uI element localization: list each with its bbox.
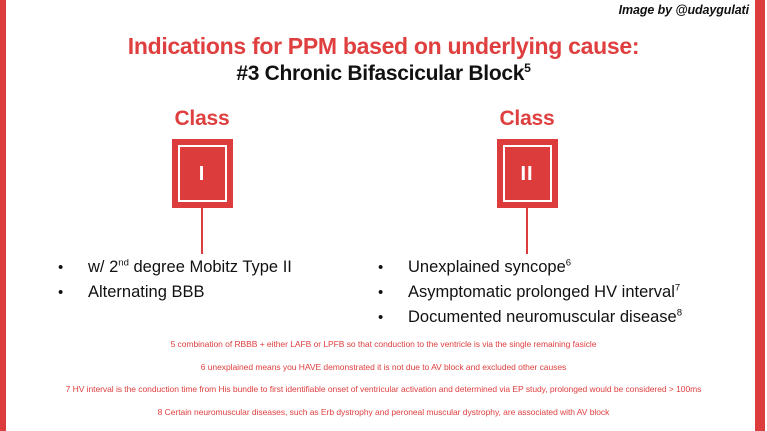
page-subtitle: #3 Chronic Bifascicular Block5 [0, 62, 767, 86]
list-item-text: w/ 2nd degree Mobitz Type II [88, 255, 292, 280]
class-two-box-inner: II [502, 145, 552, 202]
list-item-text-main: Alternating BBB [88, 283, 205, 302]
bullet-dot-icon [58, 257, 88, 280]
list-item: w/ 2nd degree Mobitz Type II [58, 255, 388, 280]
class-one-box: I [171, 139, 233, 208]
list-item: Documented neuromuscular disease8 [378, 305, 758, 330]
list-item-text: Asymptomatic prolonged HV interval7 [408, 280, 680, 305]
class-one-label: Class [174, 107, 230, 130]
class-two-box: II [496, 139, 558, 208]
right-edge-stripe [755, 0, 765, 431]
bullet-dot-icon [378, 307, 408, 330]
class-group-one: Class I [122, 108, 282, 254]
class-two-connector-line [526, 208, 528, 254]
footnote-6: 6 unexplained means you HAVE demonstrate… [200, 361, 567, 372]
list-item-text: Documented neuromuscular disease8 [408, 305, 682, 330]
class-two-label: Class [499, 107, 555, 130]
class-one-bullet-list: w/ 2nd degree Mobitz Type II Alternating… [58, 255, 388, 305]
list-item: Unexplained syncope6 [378, 255, 758, 280]
list-item-text: Unexplained syncope6 [408, 255, 571, 280]
class-one-connector-line [201, 208, 203, 254]
bullet-dot-icon [378, 257, 408, 280]
list-item: Asymptomatic prolonged HV interval7 [378, 280, 758, 305]
page-title: Indications for PPM based on underlying … [127, 33, 640, 59]
class-two-numeral: II [520, 162, 534, 185]
class-one-numeral: I [198, 162, 206, 185]
list-item-text: Alternating BBB [88, 280, 204, 305]
list-item-text-main: Documented neuromuscular disease [408, 308, 677, 327]
page-subtitle-text: #3 Chronic Bifascicular Block [236, 62, 525, 85]
bullet-dot-icon [58, 282, 88, 305]
list-item-text-tail: degree Mobitz Type II [128, 258, 292, 276]
class-two-bullet-list: Unexplained syncope6 Asymptomatic prolon… [378, 255, 758, 330]
footnote-7: 7 HV interval is the conduction time fro… [65, 384, 702, 394]
list-item-superscript: 8 [676, 307, 683, 319]
footnote-8: 8 Certain neuromuscular diseases, such a… [157, 406, 610, 417]
list-item-text-main: Asymptomatic prolonged HV interval [408, 283, 675, 302]
list-item-text-main: w/ 2 [88, 258, 119, 276]
list-item-superscript: 7 [674, 282, 681, 294]
list-item-text-main: Unexplained syncope [408, 258, 566, 276]
class-one-box-inner: I [177, 145, 227, 202]
attribution-credit: Image by @udaygulati [618, 3, 749, 17]
class-group-two: Class II [447, 108, 607, 254]
left-edge-stripe [0, 0, 6, 431]
list-item: Alternating BBB [58, 280, 388, 305]
list-item-superscript: nd [118, 257, 129, 269]
footnote-block: 5 combination of RBBB + either LAFB or L… [0, 340, 767, 430]
list-item-superscript: 6 [565, 257, 572, 269]
bullet-dot-icon [378, 282, 408, 305]
footnote-5: 5 combination of RBBB + either LAFB or L… [170, 339, 597, 349]
page-subtitle-superscript: 5 [524, 61, 531, 75]
